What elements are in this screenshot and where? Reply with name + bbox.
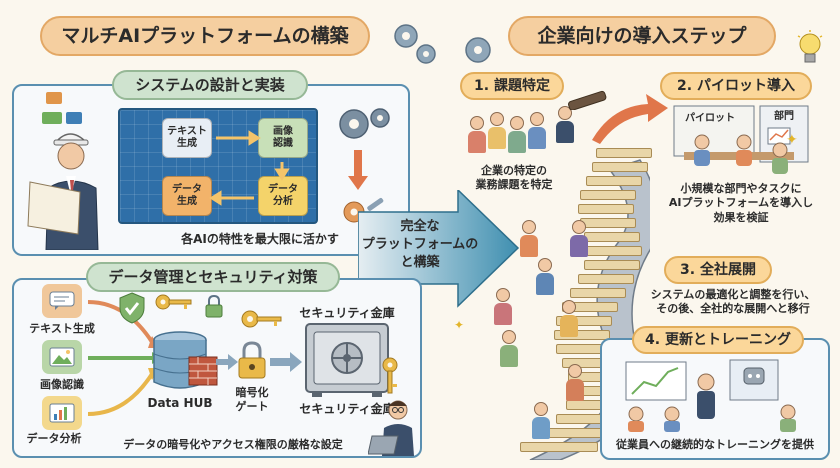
- person-figure: [566, 364, 584, 401]
- right-title: 企業向けの導入ステップ: [508, 16, 776, 56]
- stair-step: [586, 246, 642, 256]
- step-2-label: 2. パイロット導入: [660, 72, 812, 100]
- module-data-generation: データ 生成: [162, 176, 212, 216]
- shield-check-icon: [119, 292, 145, 324]
- person-figure: [528, 112, 546, 149]
- pilot-office-illustration: [673, 105, 809, 174]
- step-1-label: 1. 課題特定: [460, 72, 564, 100]
- module-data-analysis: データ 分析: [258, 176, 308, 216]
- person-figure: [494, 288, 512, 325]
- stair-step: [554, 330, 610, 340]
- stair-step: [580, 218, 636, 228]
- vault-icon: [305, 323, 389, 397]
- person-figure: [532, 402, 550, 439]
- gear-icon: [465, 37, 491, 63]
- image-icon: [42, 340, 82, 374]
- lightbulb-icon: [797, 30, 823, 63]
- left-title: マルチAIプラットフォームの構築: [40, 16, 370, 56]
- pilot-board-text: パイロット: [685, 113, 735, 124]
- vault-bottom-label: セキュリティ金庫: [299, 402, 395, 416]
- sparkle-icon: ✦: [786, 132, 798, 148]
- step-4-label: 4. 更新とトレーニング: [632, 326, 804, 354]
- step-2-desc: 小規模な部門やタスクに AIプラットフォームを導入し 効果を検証: [668, 182, 814, 224]
- step-3-label: 3. 全社展開: [664, 256, 772, 284]
- gear-icon: [339, 108, 390, 139]
- up-right-arrow-icon: [592, 94, 668, 144]
- input-label-data-analysis: データ分析: [26, 432, 82, 445]
- key-icon: [155, 294, 192, 310]
- person-figure: [570, 220, 588, 257]
- stair-step: [556, 316, 612, 326]
- person-figure: [500, 330, 518, 367]
- design-heading: システムの設計と実装: [112, 70, 308, 100]
- gear-cluster-icon: [394, 24, 436, 64]
- step-4-desc: 従業員への継続的なトレーニングを提供: [616, 438, 814, 451]
- stair-step: [592, 162, 648, 172]
- gate-label: 暗号化 ゲート: [235, 386, 269, 414]
- block-icon: [66, 112, 82, 124]
- stair-step: [584, 260, 640, 270]
- module-flow-arrows: [209, 130, 290, 206]
- stair-step: [570, 288, 626, 298]
- stair-step: [586, 176, 642, 186]
- person-figure: [536, 258, 554, 295]
- down-arrow-icon: [348, 150, 368, 190]
- training-illustration: [625, 359, 796, 432]
- block-icon: [42, 112, 62, 124]
- padlock-icon: [238, 341, 266, 379]
- lock-icon: [205, 294, 223, 318]
- step-3-desc: システムの最適化と調整を行い、 その後、全社的な展開へと移行: [650, 288, 816, 316]
- worker-laptop-illustration: [368, 400, 414, 456]
- design-caption: 各AIの特性を最大限に活かす: [181, 232, 339, 246]
- person-figure: [488, 112, 506, 149]
- module-text-generation: テキスト 生成: [162, 118, 212, 158]
- right-arrow-icon: [216, 354, 238, 370]
- chart-icon: [42, 396, 82, 430]
- stair-step: [520, 442, 598, 452]
- block-icon: [46, 92, 62, 104]
- vault-top-label: セキュリティ金庫: [299, 306, 395, 320]
- chat-icon: [42, 284, 82, 318]
- person-figure: [520, 220, 538, 257]
- step-1-desc: 企業の特定の 業務課題を特定: [475, 164, 553, 192]
- sparkle-icon: ✦: [454, 318, 465, 332]
- key-icon: [241, 310, 282, 328]
- telescope-icon: [568, 90, 607, 110]
- input-label-text-generation: テキスト生成: [29, 322, 95, 335]
- stair-step: [578, 204, 634, 214]
- key-icon: [382, 357, 398, 394]
- module-image-recognition: 画像 認識: [258, 118, 308, 158]
- engineer-illustration: [27, 133, 99, 250]
- stair-step: [596, 148, 652, 158]
- firewall-icon: [188, 356, 218, 386]
- person-figure: [508, 116, 526, 153]
- right-arrow-icon: [270, 352, 302, 372]
- person-figure: [468, 116, 486, 153]
- pilot-board-text-2: 部門: [774, 111, 794, 122]
- stair-step: [584, 232, 640, 242]
- person-figure: [556, 106, 574, 143]
- person-figure: [560, 300, 578, 337]
- security-heading: データ管理とセキュリティ対策: [86, 262, 340, 292]
- input-label-image-recognition: 画像認識: [40, 378, 84, 391]
- stair-step: [580, 190, 636, 200]
- center-arrow-text: 完全な プラットフォームの と構築: [361, 219, 479, 271]
- stair-step: [578, 274, 634, 284]
- data-hub-label: Data HUB: [147, 396, 213, 410]
- security-caption: データの暗号化やアクセス権限の厳格な設定: [123, 438, 343, 451]
